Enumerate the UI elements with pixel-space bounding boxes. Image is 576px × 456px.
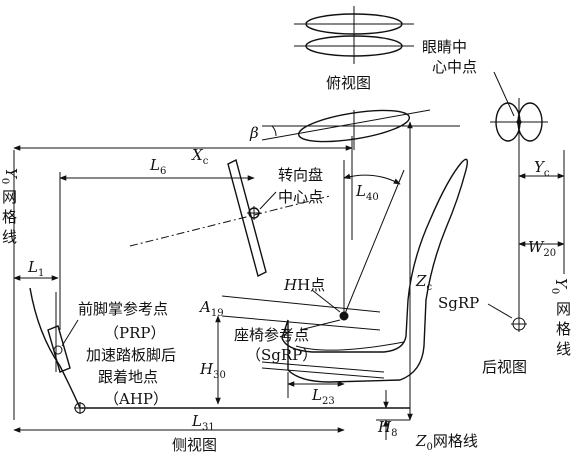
- a19-line-lower: [221, 315, 381, 331]
- seat-side: [261, 158, 469, 383]
- l6-label: L6: [149, 156, 166, 177]
- z0-label: Z0网格线: [415, 432, 478, 453]
- xc-label: Xc: [191, 146, 209, 167]
- y0-right-label: Y0: [549, 278, 570, 294]
- rear-view-eyes: [490, 98, 548, 146]
- steering-wheel-side: [129, 158, 331, 278]
- w20-label: W20: [528, 238, 556, 259]
- y0-right-grid-2: 格: [556, 320, 571, 338]
- ahp-label-3: （AHP）: [104, 390, 168, 408]
- zc-label: Zc: [415, 272, 432, 293]
- rear-sgrp-leader: [487, 303, 513, 319]
- side-view-caption: 侧视图: [172, 436, 217, 454]
- pedal-floor: [29, 287, 410, 414]
- rear-sgrp-label: SgRP: [438, 294, 479, 312]
- h-point-leader: [311, 289, 341, 313]
- y0-left-grid-3: 线: [2, 228, 17, 246]
- y0-left-grid-2: 格: [2, 208, 17, 226]
- h8-label: H8: [377, 418, 397, 439]
- h-point-label: HH点: [283, 276, 325, 294]
- yc-label: Yc: [534, 158, 550, 179]
- rear-view-caption: 后视图: [482, 358, 527, 376]
- eye-center-label-1: 眼睛中: [422, 38, 467, 56]
- h30-label: H30: [199, 360, 226, 381]
- a19-label: A19: [198, 298, 224, 319]
- steering-top-ellipse: [261, 109, 460, 150]
- y0-left-label: Y0: [0, 168, 20, 184]
- prp-label-1: 前脚掌参考点: [78, 300, 168, 318]
- prp-label-2: （PRP）: [104, 324, 165, 342]
- eye-center-leader: [493, 71, 515, 117]
- top-view-caption: 俯视图: [326, 74, 371, 92]
- steering-center-leader: [259, 191, 277, 210]
- sgrp-label-2: （SgRP）: [246, 346, 317, 364]
- eye-center-label-2: 心中点: [432, 58, 477, 76]
- l40-label: L40: [355, 182, 379, 203]
- l23-label: L23: [311, 386, 335, 407]
- steering-center-label-2: 中心点: [278, 188, 323, 206]
- l1-label: L1: [27, 258, 44, 279]
- y0-right-grid-3: 线: [556, 340, 571, 358]
- prp-leader: [61, 319, 79, 347]
- sgrp-label-1: 座椅参考点: [234, 326, 309, 344]
- l40-angle-arc: [343, 173, 401, 185]
- ahp-label-1: 加速踏板脚后: [86, 346, 176, 364]
- beta-angle-label: β: [249, 124, 259, 142]
- l31-label: L31: [191, 412, 215, 433]
- y0-left-grid-1: 网: [2, 188, 17, 206]
- h-point-marker: [339, 311, 349, 321]
- y0-right-grid-1: 网: [556, 300, 571, 318]
- a19-line-upper: [221, 295, 381, 313]
- torso-line: [343, 169, 405, 317]
- top-view-eyes: [294, 6, 414, 64]
- steering-center-label-1: 转向盘: [278, 166, 323, 184]
- ahp-label-2: 跟着地点: [98, 368, 158, 386]
